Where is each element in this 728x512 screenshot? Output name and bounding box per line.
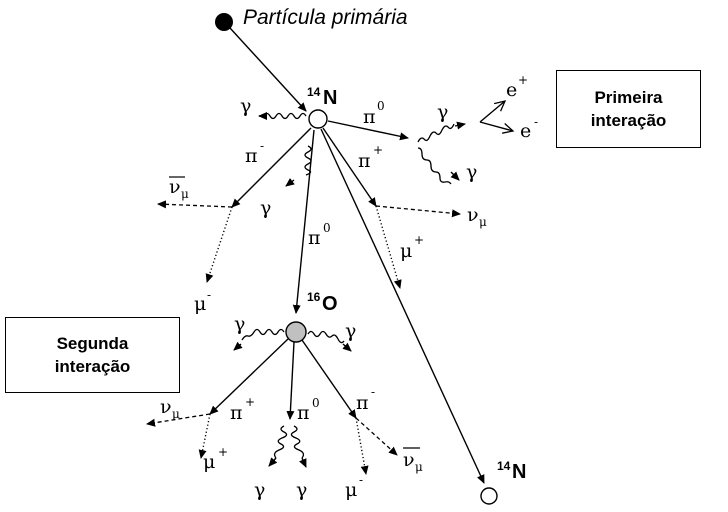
- pi0-charge-2: 0: [312, 396, 320, 410]
- n14-top-symbol: N: [323, 87, 337, 109]
- pi-plus-track-2: [209, 338, 289, 415]
- gamma-arrow-4: [285, 178, 295, 187]
- pi-plus-label-2: π: [230, 402, 243, 424]
- electron-charge: -: [534, 115, 538, 129]
- pi-minus-track-2: [301, 339, 357, 419]
- n14-top-mass: 14: [307, 85, 321, 99]
- muon-plus-charge-2: +: [218, 445, 228, 459]
- primary-track: [229, 27, 307, 112]
- pi-minus-charge-2: -: [371, 385, 375, 399]
- gamma-label-6: γ: [345, 320, 356, 342]
- muon-plus-charge-1: +: [414, 233, 424, 247]
- neutrino-track-2: [146, 413, 211, 427]
- pi0-down-label: π: [308, 227, 321, 249]
- neutrino-mu-2: μ: [172, 407, 180, 421]
- gamma-label-4: γ: [260, 197, 271, 219]
- primary-particle-dot: [215, 13, 233, 31]
- muon-minus-label-1: μ: [194, 293, 206, 315]
- gamma-label-1: γ: [240, 95, 251, 117]
- antineutrino-track-1: [157, 200, 233, 209]
- neutrino-mu-1: μ: [479, 215, 487, 229]
- first-interaction-box: Primeira interação: [556, 70, 701, 148]
- gamma-arrow-2: [454, 121, 466, 130]
- gamma-label-2: γ: [437, 101, 448, 123]
- pi-minus-left-label: π: [245, 145, 258, 167]
- muon-plus-label-1: μ: [400, 240, 412, 262]
- antineutrino-track-2: [355, 417, 398, 456]
- neutrino-track-1: [375, 205, 461, 218]
- pi0-track-down: [292, 129, 315, 314]
- pi-minus-label-2: π: [356, 392, 369, 414]
- pi0-down-charge: 0: [323, 221, 331, 235]
- electron-label: e: [520, 120, 531, 142]
- pi-plus-charge: +: [373, 143, 383, 157]
- nitrogen-long-track: [320, 128, 485, 484]
- pi0-track-right: [327, 120, 409, 141]
- oxygen-16-node: [285, 321, 307, 343]
- gamma-wave-8: [290, 425, 305, 459]
- o16-symbol: O: [322, 293, 338, 315]
- gamma-arrow-8: [299, 457, 307, 468]
- muon-minus-charge-1: -: [207, 288, 211, 302]
- gamma-label-7: γ: [254, 479, 265, 501]
- second-interaction-line-2: interação: [54, 357, 131, 376]
- gamma-label-5: γ: [234, 313, 245, 335]
- first-interaction-line-1: Primeira: [594, 88, 663, 107]
- pi-plus-charge-2: +: [245, 395, 255, 409]
- pi0-label-2: π: [297, 402, 310, 424]
- gamma-wave-3: [417, 147, 452, 185]
- o16-mass: 16: [307, 290, 321, 304]
- n14-bottom-mass: 14: [497, 459, 511, 473]
- n14-bottom-symbol: N: [512, 461, 526, 483]
- muon-minus-charge-2: -: [359, 473, 363, 487]
- gamma-wave-1: [263, 112, 307, 120]
- neutrino-nu-2: ν: [160, 396, 172, 418]
- gamma-arrow-7: [268, 457, 278, 467]
- gamma-wave-7: [273, 425, 288, 459]
- gamma-arrow-5: [233, 341, 243, 351]
- muon-minus-track-1: [205, 206, 233, 283]
- gamma-arrow-6: [342, 342, 352, 352]
- pi0-right-charge: 0: [377, 99, 385, 113]
- gamma-wave-6: [307, 330, 345, 344]
- primary-particle-label: Partícula primária: [243, 6, 408, 29]
- pi-plus-track: [322, 127, 377, 207]
- pi0-right-label: π: [363, 106, 376, 128]
- gamma-wave-5: [241, 328, 285, 341]
- antineutrino-mu-1: μ: [181, 187, 189, 201]
- muon-minus-label-2: μ: [345, 479, 357, 501]
- gamma-wave-2: [417, 123, 455, 143]
- first-interaction-line-2: interação: [590, 111, 667, 130]
- pi-plus-label: π: [358, 150, 371, 172]
- positron-charge: +: [518, 73, 528, 87]
- antineutrino-nu-1: ν: [169, 176, 181, 198]
- second-interaction-line-1: Segunda: [56, 334, 129, 353]
- antineutrino-mu-2: μ: [415, 460, 423, 474]
- muon-plus-label-2: μ: [203, 451, 215, 473]
- pi-minus-left-charge: -: [260, 139, 264, 153]
- neutrino-nu-1: ν: [467, 204, 479, 226]
- gamma-label-8: γ: [296, 479, 307, 501]
- muon-minus-track-2: [355, 417, 369, 475]
- positron-arrow: [479, 101, 505, 123]
- pi0-track-2: [286, 341, 295, 420]
- second-interaction-box: Segunda interação: [5, 317, 180, 393]
- pi-minus-track-left: [231, 127, 312, 208]
- nitrogen-14-top-node: [308, 109, 328, 129]
- gamma-arrow-3: [450, 171, 460, 181]
- gamma-label-3: γ: [466, 161, 477, 183]
- nitrogen-14-bottom-node: [480, 487, 498, 505]
- positron-label: e: [506, 79, 517, 101]
- antineutrino-nu-2: ν: [403, 449, 415, 471]
- electron-arrow: [479, 121, 513, 131]
- muon-plus-track-2: [198, 413, 211, 459]
